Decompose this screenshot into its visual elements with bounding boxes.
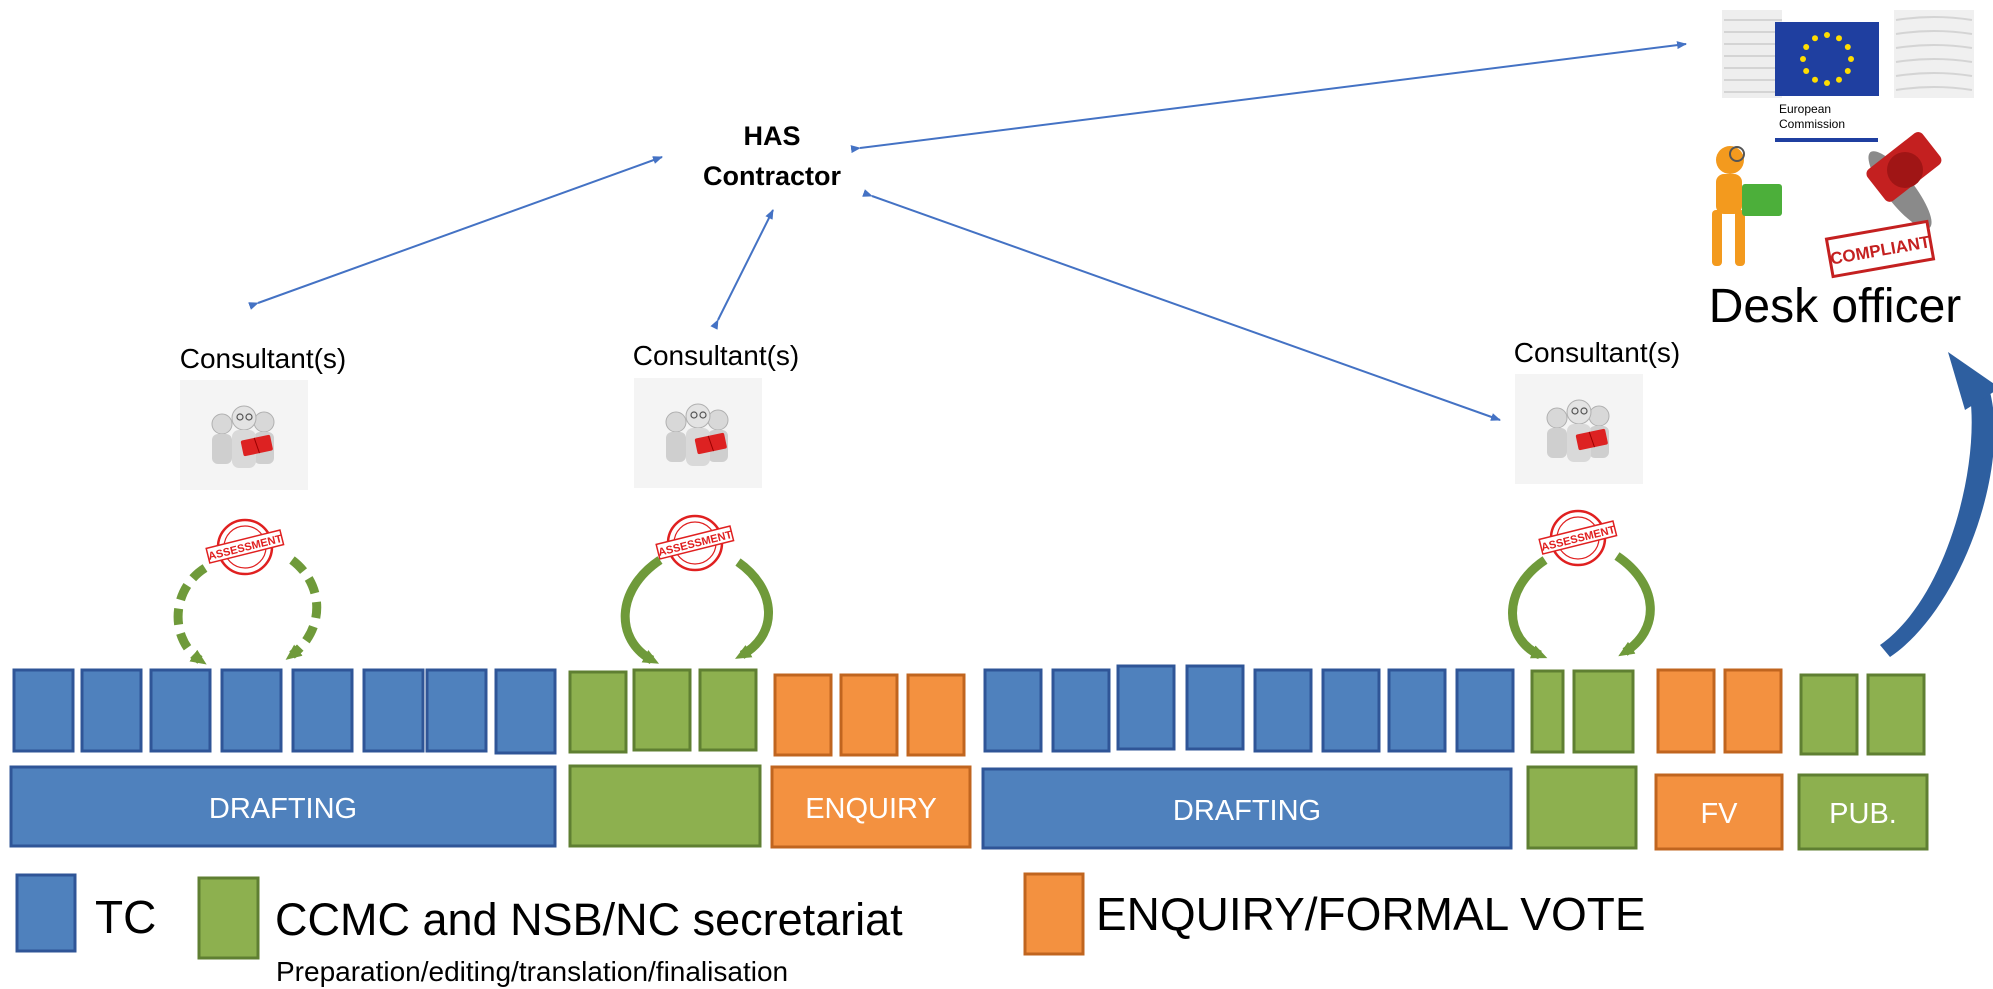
- legend-swatch-ccmc: [197, 876, 260, 960]
- eu-star-icon: [1803, 68, 1810, 74]
- consultants-icon: [665, 403, 729, 467]
- process-block-tc: [1253, 668, 1313, 753]
- eu-stars: [1800, 32, 1854, 86]
- phase-bar-secretariat: [568, 764, 762, 848]
- loop-arrow-left: [620, 556, 663, 664]
- phase-label: FV: [1700, 798, 1738, 830]
- consultant-group-1: Consultant(s): [180, 343, 347, 490]
- phase-bar-drafting: DRAFTING: [9, 765, 557, 848]
- consultant-label: Consultant(s): [1514, 337, 1681, 368]
- process-block-vote: [1656, 668, 1716, 754]
- has-contractor: HAS Contractor: [703, 121, 841, 191]
- eu-star-icon: [1848, 56, 1854, 62]
- process-block-tc: [1116, 664, 1176, 751]
- process-block-tc: [12, 668, 75, 753]
- loop-arrow-left: [1508, 556, 1548, 660]
- ec-logo-line1: European: [1779, 102, 1831, 116]
- ec-logo-line2: Commission: [1779, 117, 1845, 131]
- desk-officer-label: Desk officer: [1709, 280, 1962, 333]
- arrow-contractor-commission: [850, 41, 1687, 154]
- consultant-label: Consultant(s): [633, 340, 800, 371]
- consultants-icon: [211, 405, 275, 469]
- process-block-tc: [220, 668, 283, 753]
- relationship-arrows: [248, 41, 1687, 421]
- consultants-icon: [1546, 399, 1610, 463]
- legend-swatch-tc: [15, 873, 77, 953]
- assessment-stamp-3: ASSESSMENT: [1537, 509, 1618, 567]
- feedback-loops: [173, 552, 1655, 665]
- process-block-vote: [773, 673, 833, 757]
- legend: TC CCMC and NSB/NC secretariat Preparati…: [15, 872, 1646, 987]
- eu-star-icon: [1824, 80, 1830, 86]
- process-block-ccmc: [568, 670, 628, 754]
- process-block-tc: [494, 668, 557, 755]
- phase-label: DRAFTING: [209, 793, 357, 825]
- process-block-tc: [362, 668, 425, 753]
- process-block-ccmc: [698, 668, 758, 752]
- arrow-contractor-consultant-1: [248, 156, 663, 310]
- process-block-vote: [1723, 668, 1783, 754]
- process-block-ccmc: [1866, 673, 1926, 756]
- arrow-contractor-consultant-2: [710, 209, 774, 330]
- process-block-ccmc: [1530, 669, 1565, 754]
- arrow-contractor-consultant-3: [862, 189, 1501, 421]
- legend-swatch-vote: [1023, 872, 1085, 956]
- contractor-line1: HAS: [743, 121, 800, 151]
- consultant-group-2: Consultant(s): [633, 340, 800, 488]
- compliant-stamp-icon: COMPLIANT: [1824, 132, 1942, 279]
- process-blocks-row: [12, 664, 1926, 757]
- process-block-tc: [149, 668, 212, 753]
- phase-bar-drafting: DRAFTING: [981, 767, 1513, 850]
- contractor-line2: Contractor: [703, 161, 841, 191]
- loop-arrow-right: [735, 558, 773, 659]
- process-block-tc: [80, 668, 143, 753]
- loop-arrow-right-dashed: [285, 556, 322, 660]
- phase-bar-secretariat: [1526, 765, 1638, 850]
- process-block-tc: [983, 668, 1043, 753]
- loop-arrow-right: [1614, 552, 1655, 657]
- process-block-tc: [1051, 668, 1111, 753]
- phase-bars-row: DRAFTING ENQUIRY DRAFTING FV PUB.: [9, 764, 1929, 851]
- eu-star-icon: [1812, 35, 1818, 42]
- curved-arrow-to-desk-officer: [1880, 392, 1993, 657]
- eu-star-icon: [1844, 44, 1851, 50]
- process-block-vote: [839, 673, 899, 757]
- curved-arrow-head: [1948, 352, 1993, 410]
- eu-star-icon: [1824, 32, 1830, 38]
- legend-label-ccmc-sub: Preparation/editing/translation/finalisa…: [276, 956, 788, 987]
- legend-label-ccmc: CCMC and NSB/NC secretariat: [275, 894, 903, 945]
- phase-bar-formal-vote: FV: [1654, 773, 1784, 851]
- phase-bar-publication: PUB.: [1797, 773, 1929, 851]
- phase-bar-enquiry: ENQUIRY: [770, 765, 972, 849]
- eu-star-icon: [1844, 68, 1851, 74]
- process-block-tc: [291, 668, 354, 753]
- phase-label: ENQUIRY: [805, 793, 937, 825]
- process-block-vote: [906, 673, 966, 757]
- consultant-label: Consultant(s): [180, 343, 347, 374]
- eu-star-icon: [1836, 35, 1842, 42]
- eu-star-icon: [1800, 56, 1806, 62]
- consultant-group-3: Consultant(s): [1514, 337, 1681, 484]
- process-block-tc: [1185, 664, 1245, 751]
- desk-officer-figure-icon: [1712, 146, 1782, 266]
- eu-star-icon: [1812, 76, 1818, 83]
- phase-label: DRAFTING: [1173, 795, 1321, 827]
- legend-label-tc: TC: [95, 891, 156, 943]
- process-block-ccmc: [1572, 669, 1635, 754]
- european-commission-logo: European Commission: [1722, 10, 1974, 142]
- process-block-ccmc: [1799, 673, 1859, 756]
- process-block-tc: [425, 668, 488, 753]
- assessment-stamp-1: ASSESSMENT: [204, 518, 285, 576]
- process-block-ccmc: [632, 668, 692, 752]
- assessment-stamp-2: ASSESSMENT: [654, 514, 735, 572]
- process-block-tc: [1387, 668, 1447, 753]
- loop-arrow-left-dashed: [173, 564, 208, 665]
- phase-label: PUB.: [1829, 798, 1897, 830]
- legend-label-vote: ENQUIRY/FORMAL VOTE: [1096, 888, 1646, 940]
- eu-star-icon: [1803, 44, 1810, 50]
- eu-star-icon: [1836, 76, 1842, 83]
- process-block-tc: [1321, 668, 1381, 753]
- process-block-tc: [1455, 668, 1515, 753]
